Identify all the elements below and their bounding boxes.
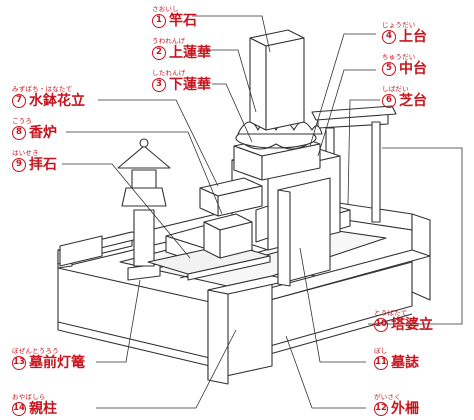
ruby-gaisaku: がいさく: [374, 393, 401, 401]
ruby-oyabashira: おやばしら: [12, 393, 46, 401]
ruby-joudai: じょうだい: [382, 21, 416, 29]
name-saoishi: 竿石: [169, 12, 197, 29]
num-badge-5: 5: [382, 61, 396, 76]
name-haiseki: 拝石: [29, 156, 57, 173]
saoishi: [249, 29, 305, 131]
num-badge-14: 14: [12, 401, 26, 416]
ruby-haiseki: はいせき: [12, 149, 39, 157]
name-toudai: 墓前灯篭: [29, 354, 85, 371]
num-badge-10: 10: [374, 317, 388, 332]
name-shibadai: 芝台: [399, 92, 427, 109]
name-chuudai: 中台: [399, 60, 427, 77]
num-badge-4: 4: [382, 29, 396, 44]
num-badge-13: 13: [12, 355, 26, 370]
ruby-saoishi: さおいし: [152, 5, 179, 13]
name-boshi: 墓誌: [391, 354, 419, 371]
name-toubatate: 塔婆立: [391, 316, 433, 333]
num-badge-2: 2: [152, 45, 166, 60]
num-badge-9: 9: [12, 157, 26, 172]
boshi: [277, 177, 331, 287]
offering-stones: [199, 177, 269, 259]
num-badge-7: 7: [12, 93, 26, 108]
name-gaisaku: 外柵: [391, 400, 419, 417]
leader-lines: [62, 15, 463, 409]
ruby-mizubachi: みずばち・はなたて: [12, 85, 73, 93]
name-shitarenge: 下蓮華: [169, 76, 211, 93]
name-joudai: 上台: [399, 28, 427, 45]
num-badge-6: 6: [382, 93, 396, 108]
name-uwarenge: 上蓮華: [169, 44, 211, 61]
name-mizubachi: 水鉢花立: [29, 92, 85, 109]
ruby-chuudai: ちゅうだい: [382, 53, 416, 61]
ruby-shitarenge: したれんげ: [152, 69, 186, 77]
ruby-uwarenge: うわれんげ: [152, 37, 186, 45]
num-badge-8: 8: [12, 125, 26, 140]
ruby-kouro: こうろ: [12, 117, 33, 125]
ruby-toudai: ぼぜんとうろう: [12, 347, 59, 355]
ruby-toubatate: とうばたて: [374, 309, 408, 317]
num-badge-12: 12: [374, 401, 388, 416]
name-kouro: 香炉: [29, 124, 57, 141]
ruby-shibadai: しばだい: [382, 85, 409, 93]
name-oyabashira: 親柱: [29, 400, 57, 417]
lantern: [117, 138, 171, 281]
ruby-boshi: ぼし: [374, 347, 388, 355]
num-badge-1: 1: [152, 13, 166, 28]
num-badge-11: 11: [374, 355, 388, 370]
num-badge-3: 3: [152, 77, 166, 92]
